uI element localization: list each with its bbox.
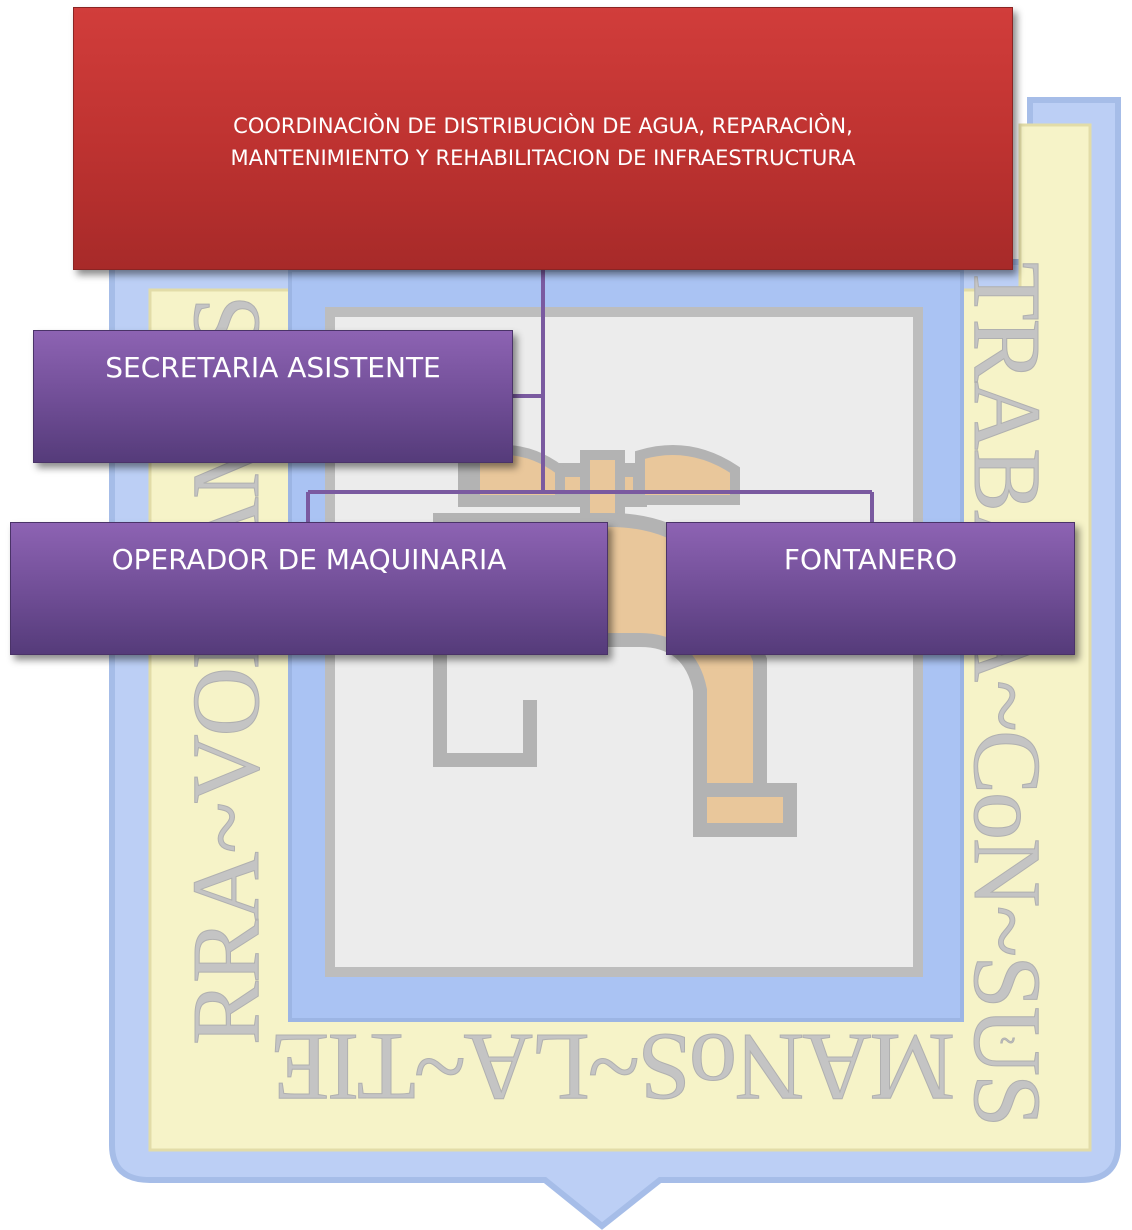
operador-node-label: OPERADOR DE MAQUINARIA <box>112 543 507 576</box>
root-node-line-2: MANTENIMIENTO Y REHABILITACION DE INFRAE… <box>94 142 992 174</box>
operador-node: OPERADOR DE MAQUINARIA <box>10 522 608 655</box>
assistant-node-label: SECRETARIA ASISTENTE <box>105 351 441 384</box>
emblem-small-mark: ~ <box>1000 1026 1015 1057</box>
motto-right-text: TRABAJA~CoN~SUS <box>954 262 1061 1125</box>
fontanero-node-label: FONTANERO <box>784 543 957 576</box>
motto-bottom-text: MANoS~LA~TIE <box>273 1014 956 1121</box>
fontanero-node: FONTANERO <box>666 522 1075 655</box>
assistant-node: SECRETARIA ASISTENTE <box>33 330 513 463</box>
root-node: COORDINACIÒN DE DISTRIBUCIÒN DE AGUA, RE… <box>73 7 1013 270</box>
root-node-line-1: COORDINACIÒN DE DISTRIBUCIÒN DE AGUA, RE… <box>94 110 992 142</box>
